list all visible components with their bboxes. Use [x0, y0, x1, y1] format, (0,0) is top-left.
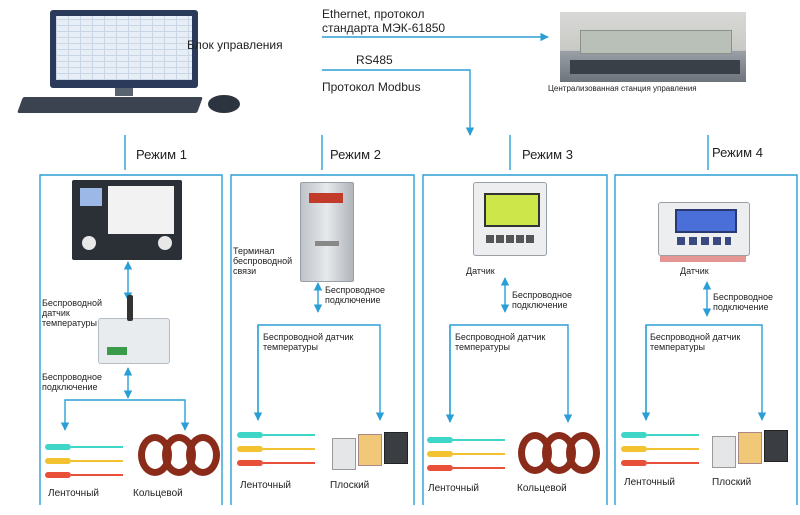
- sensor-display-device: [473, 182, 547, 256]
- central-station-label: Централизованная станция управления: [548, 84, 697, 93]
- mode2-title: Режим 2: [330, 147, 381, 162]
- device-shadow: [660, 256, 746, 262]
- mode1-title: Режим 1: [136, 147, 187, 162]
- mode2-wireless-sensor-label: Беспроводной датчик температуры: [263, 332, 354, 352]
- computer-illustration: [17, 5, 250, 123]
- tape-sensor-tags: [621, 430, 701, 470]
- mode3-connection-label: Беспроводное подключение: [512, 290, 573, 310]
- modbus-label: Протокол Modbus: [322, 80, 421, 94]
- mode4-wireless-sensor-label: Беспроводной датчик температуры: [650, 332, 741, 352]
- mode2-sensor-left-label: Ленточный: [240, 480, 291, 491]
- ring-sensors: [138, 432, 222, 482]
- sensor-display-device: [658, 202, 750, 256]
- central-station-photo: [560, 12, 746, 82]
- mode3-title: Режим 3: [522, 147, 573, 162]
- keyboard-icon: [17, 97, 203, 113]
- mode1-box: [39, 174, 223, 505]
- mode2-box: [230, 174, 415, 505]
- mode2-terminal-label: Терминал беспроводной связи: [233, 246, 293, 276]
- monitor-icon: [50, 10, 198, 88]
- mode3-sensor-left-label: Ленточный: [428, 483, 479, 494]
- mode4-box: [614, 174, 798, 505]
- mode4-sensor-left-label: Ленточный: [624, 477, 675, 488]
- wireless-terminal-device: [300, 182, 354, 282]
- mouse-icon: [208, 95, 240, 113]
- mode3-box: [422, 174, 608, 505]
- mode3-wireless-sensor-label: Беспроводной датчик температуры: [455, 332, 546, 352]
- protection-relay-device: [72, 180, 182, 260]
- tape-sensor-tags: [427, 435, 507, 475]
- rs485-label: RS485: [356, 53, 393, 67]
- mode2-sensor-right-label: Плоский: [330, 480, 370, 491]
- tape-sensor-tags: [237, 430, 317, 470]
- ethernet-label: Ethernet, протокол стандарта МЭК-61850: [322, 7, 445, 35]
- mode1-wireless-sensor-label: Беспроводной датчик температуры: [42, 298, 103, 328]
- control-unit-label: Блок управления: [187, 38, 283, 52]
- mode1-connection-label: Беспроводное подключение: [42, 372, 103, 392]
- flat-sensors: [712, 428, 792, 474]
- ethernet-label-line1: Ethernet, протокол: [322, 7, 425, 21]
- mode4-sensor-right-label: Плоский: [712, 477, 752, 488]
- flat-sensors: [332, 430, 410, 476]
- ethernet-label-line2: стандарта МЭК-61850: [322, 21, 446, 35]
- mode3-sensor-right-label: Кольцевой: [517, 483, 567, 494]
- mode2-connection-label: Беспроводное подключение: [325, 285, 386, 305]
- mode4-connection-label: Беспроводное подключение: [713, 292, 774, 312]
- mode4-device-label: Датчик: [680, 266, 709, 276]
- mode4-title: Режим 4: [712, 145, 763, 160]
- rs485-arrow: [322, 69, 475, 136]
- mode1-sensor-right-label: Кольцевой: [133, 488, 183, 499]
- mode1-sensor-left-label: Ленточный: [48, 488, 99, 499]
- wireless-sensor-module: [98, 295, 170, 364]
- tape-sensor-tags: [45, 442, 125, 482]
- mode3-device-label: Датчик: [466, 266, 495, 276]
- ring-sensors: [518, 430, 604, 480]
